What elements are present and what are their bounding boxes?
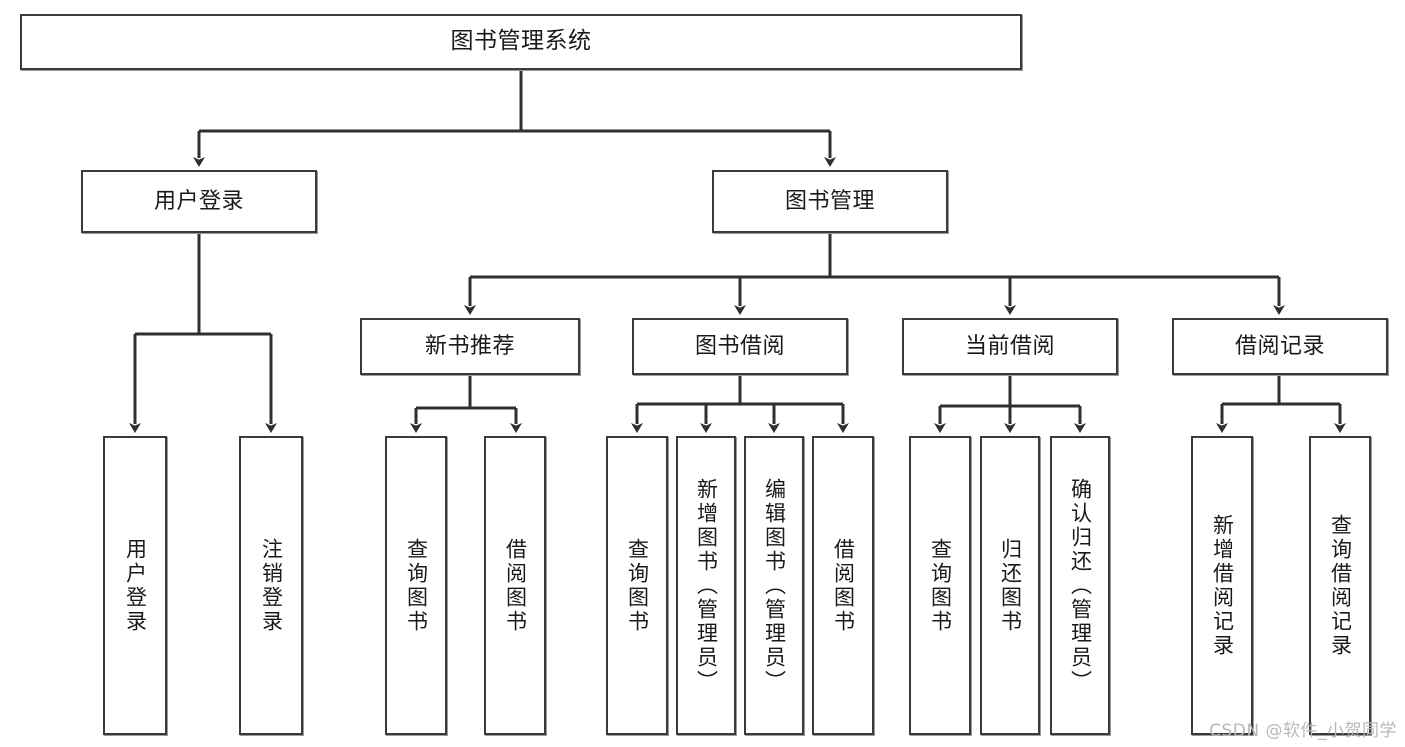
node-label: 借阅图书 (503, 537, 528, 634)
node-label: 注销登录 (259, 537, 284, 634)
node-label: 查询图书 (928, 537, 953, 634)
node-label: 新书推荐 (424, 333, 515, 359)
node-label: 归还图书 (998, 537, 1023, 634)
node-borrow-record[interactable]: 借阅记录 (1172, 318, 1388, 375)
leaf-logout[interactable]: 注销登录 (239, 436, 303, 735)
leaf-query-borrow-record[interactable]: 查询借阅记录 (1309, 436, 1371, 735)
node-root-system[interactable]: 图书管理系统 (20, 14, 1022, 70)
node-current-borrow[interactable]: 当前借阅 (902, 318, 1118, 375)
node-label: 用户登录 (123, 537, 148, 634)
node-label: 用户登录 (153, 188, 244, 214)
node-label: 图书借阅 (694, 333, 785, 359)
node-label: 借阅记录 (1234, 333, 1325, 359)
leaf-query-book-recommend[interactable]: 查询图书 (385, 436, 447, 735)
node-book-management[interactable]: 图书管理 (712, 170, 948, 233)
leaf-borrow-book-recommend[interactable]: 借阅图书 (484, 436, 546, 735)
node-new-book-recommend[interactable]: 新书推荐 (360, 318, 580, 375)
node-label: 新增图书（管理员） (694, 477, 719, 694)
node-label: 编辑图书（管理员） (762, 477, 787, 694)
node-user-login[interactable]: 用户登录 (81, 170, 317, 233)
leaf-add-borrow-record[interactable]: 新增借阅记录 (1191, 436, 1253, 735)
leaf-query-book-current[interactable]: 查询图书 (909, 436, 971, 735)
node-label: 确认归还（管理员） (1068, 477, 1093, 694)
leaf-add-book-admin[interactable]: 新增图书（管理员） (676, 436, 736, 735)
node-label: 新增借阅记录 (1210, 513, 1235, 658)
leaf-confirm-return-admin[interactable]: 确认归还（管理员） (1050, 436, 1110, 735)
watermark-text: CSDN @软件_小贺同学 (1209, 721, 1397, 741)
node-label: 图书管理系统 (450, 28, 592, 55)
leaf-user-login[interactable]: 用户登录 (103, 436, 167, 735)
node-label: 借阅图书 (831, 537, 856, 634)
node-label: 图书管理 (784, 188, 875, 214)
leaf-borrow-book[interactable]: 借阅图书 (812, 436, 874, 735)
node-book-borrow[interactable]: 图书借阅 (632, 318, 848, 375)
leaf-query-book-borrow[interactable]: 查询图书 (606, 436, 668, 735)
node-label: 当前借阅 (964, 333, 1055, 359)
node-label: 查询图书 (404, 537, 429, 634)
node-label: 查询图书 (625, 537, 650, 634)
leaf-return-book[interactable]: 归还图书 (980, 436, 1040, 735)
leaf-edit-book-admin[interactable]: 编辑图书（管理员） (744, 436, 804, 735)
node-label: 查询借阅记录 (1328, 513, 1353, 658)
